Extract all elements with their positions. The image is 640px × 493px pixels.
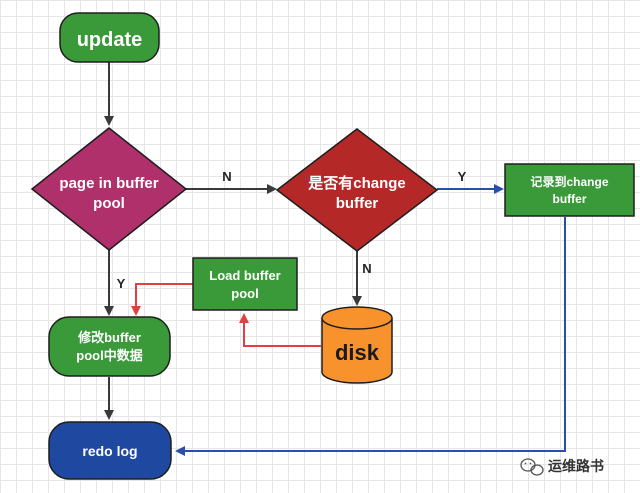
node-redo-log-label: redo log bbox=[82, 443, 137, 459]
edge-record-to-redo bbox=[175, 217, 566, 456]
node-disk-label: disk bbox=[335, 340, 380, 365]
node-page-in-buffer-pool-label-1: page in buffer bbox=[59, 175, 158, 192]
edge-load-to-modify bbox=[131, 283, 193, 316]
edge-label-y-change-buffer: Y bbox=[458, 169, 467, 184]
edge-label-n-decision: N bbox=[222, 169, 231, 184]
node-load-buffer-pool-label-2: pool bbox=[231, 286, 258, 301]
node-has-change-buffer-label-1: 是否有change bbox=[307, 174, 406, 192]
watermark: 运维路书 bbox=[520, 458, 604, 476]
node-modify-buffer-pool-label-2: pool中数据 bbox=[76, 348, 142, 363]
node-page-in-buffer-pool-label-2: pool bbox=[93, 195, 125, 212]
wechat-icon bbox=[520, 458, 544, 476]
node-load-buffer-pool-label-1: Load buffer bbox=[209, 268, 281, 283]
edge-label-y-decision: Y bbox=[117, 276, 126, 291]
node-modify-buffer-pool[interactable]: 修改buffer pool中数据 bbox=[48, 316, 171, 377]
watermark-text: 运维路书 bbox=[548, 458, 604, 475]
node-redo-log[interactable]: redo log bbox=[48, 421, 172, 480]
node-modify-buffer-pool-label-1: 修改buffer bbox=[77, 330, 141, 345]
node-has-change-buffer-label-2: buffer bbox=[336, 195, 379, 212]
node-load-buffer-pool[interactable]: Load buffer pool bbox=[192, 257, 298, 311]
node-update-label: update bbox=[77, 29, 143, 51]
node-page-in-buffer-pool[interactable]: page in buffer pool bbox=[30, 127, 188, 251]
node-record-change-buffer-label-1: 记录到change bbox=[530, 174, 608, 189]
node-has-change-buffer[interactable]: 是否有change buffer bbox=[275, 128, 439, 252]
node-disk[interactable]: disk bbox=[321, 306, 393, 384]
edge-disk-to-load bbox=[239, 313, 321, 347]
edges bbox=[104, 62, 566, 456]
edge-label-n-change-buffer: N bbox=[362, 261, 371, 276]
node-record-change-buffer[interactable]: 记录到change buffer bbox=[504, 163, 635, 217]
node-record-change-buffer-label-2: buffer bbox=[553, 192, 587, 206]
node-update[interactable]: update bbox=[59, 12, 160, 63]
